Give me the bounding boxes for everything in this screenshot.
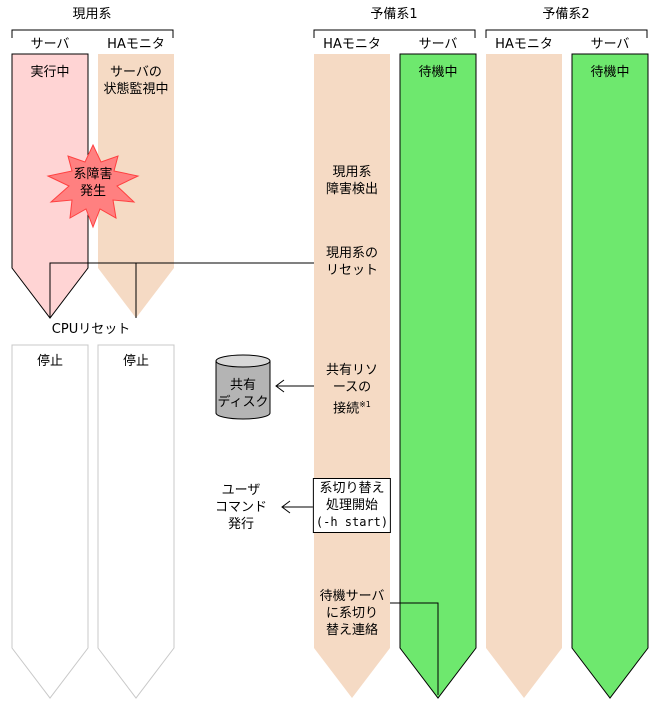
user-command-label: ユーザコマンド発行 [214,483,268,532]
col-sb2-ha: HAモニタ [495,37,553,52]
notify-line [390,602,439,695]
col-sb1-ha: HAモニタ [323,37,381,52]
group-active-label: 現用系 [72,7,112,22]
status-active-running: 実行中 [30,65,70,80]
col-active-server: サーバ [30,37,70,52]
status-stopped-ha: 停止 [122,354,150,369]
status-active-ha-watch: サーバの状態監視中 [103,65,169,97]
group-standby2-label: 予備系2 [542,7,590,22]
col-sb2-server: サーバ [590,37,630,52]
status-sb2-waiting: 待機中 [590,65,630,80]
step-reset: 現用系のリセット [325,246,379,278]
lane-active-ha [98,54,174,318]
status-stopped-server: 停止 [36,354,64,369]
failure-burst [46,143,140,229]
bracket-standby1 [313,29,476,38]
lane-stopped-server [11,344,89,699]
reset-line [49,262,314,318]
step-connect: 共有リソースの 接続※1 [325,363,379,417]
lane-stopped-ha [97,344,175,699]
step-notify: 待機サーバに系切り替え連絡 [319,589,385,638]
arrow-to-user-command [281,500,314,514]
step-detect: 現用系障害検出 [325,165,379,197]
lane-sb2-server [571,53,649,699]
shared-disk-icon [215,354,271,420]
col-active-ha: HAモニタ [107,37,165,52]
status-sb1-waiting: 待機中 [418,65,458,80]
lane-sb1-server [399,53,477,699]
group-standby1-label: 予備系1 [370,7,418,22]
shared-disk-label: 共有ディスク [217,378,269,410]
bracket-active [11,29,174,38]
arrow-to-disk [275,379,314,393]
step-switch: 系切り替え処理開始 (-h start) [312,478,392,533]
col-sb1-server: サーバ [418,37,458,52]
failure-burst-label: 系障害発生 [73,167,113,199]
lane-sb2-ha [486,54,562,698]
cpu-reset-label: CPUリセット [51,322,131,337]
bracket-standby2 [485,29,648,38]
lane-active-server [11,53,89,319]
lane-sb1-ha [314,54,390,698]
